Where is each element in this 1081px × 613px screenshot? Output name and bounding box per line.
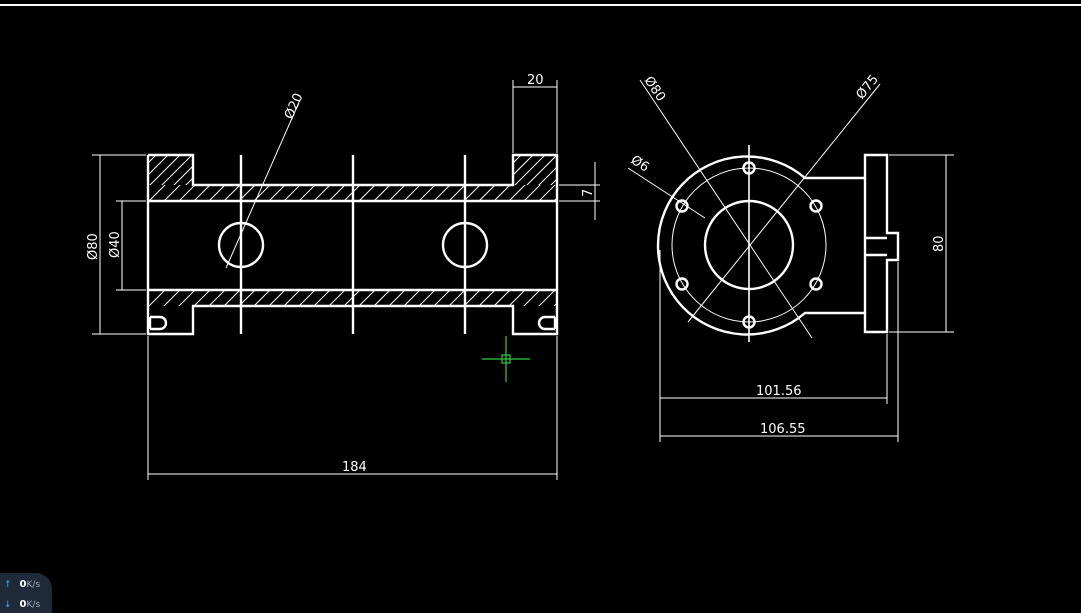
side-view bbox=[639, 79, 900, 342]
hatch-flange-right bbox=[513, 155, 557, 185]
upload-value: 0 bbox=[19, 579, 27, 590]
dim-7-label: 7 bbox=[581, 189, 596, 197]
front-section-view bbox=[146, 153, 559, 336]
slot-right bbox=[537, 315, 555, 331]
dim-dia40-label: Ø40 bbox=[108, 231, 123, 258]
front-outer-profile bbox=[146, 153, 559, 336]
bolt-hole-ll bbox=[675, 277, 689, 291]
top-border-line bbox=[0, 4, 1081, 6]
dim-side-dia80-label: Ø80 bbox=[641, 74, 668, 105]
bolt-hole-lr bbox=[809, 277, 823, 291]
download-arrow-icon: ↓ bbox=[4, 600, 12, 610]
dim-106-55-label: 106.55 bbox=[760, 422, 806, 437]
front-dimensions: 184 20 7 Ø80 Ø40 Ø20 bbox=[86, 73, 600, 480]
slot-left bbox=[150, 315, 168, 331]
hatch-flange-left bbox=[148, 155, 193, 185]
upload-arrow-icon: ↑ bbox=[4, 580, 12, 590]
dim-184-label: 184 bbox=[342, 460, 367, 475]
download-speed-row: ↓ 0K/s bbox=[4, 599, 40, 610]
bolt-hole-ur bbox=[809, 199, 823, 213]
network-monitor-widget[interactable]: ↑0K/s ↓0K/s bbox=[0, 573, 52, 613]
cross-hole-right bbox=[441, 221, 489, 269]
download-value: 0 bbox=[19, 599, 27, 610]
dim-dia6-label: Ø6 bbox=[628, 153, 652, 176]
dim-101-56-label: 101.56 bbox=[756, 384, 802, 399]
bolt-hole-ul bbox=[675, 199, 689, 213]
upload-speed-row: ↑ 0K/s bbox=[4, 579, 40, 590]
cross-hole-left bbox=[217, 221, 265, 269]
dim-20-label: 20 bbox=[527, 73, 544, 88]
hatch-top bbox=[148, 185, 557, 201]
cad-cursor-crosshair bbox=[482, 336, 530, 382]
dim-dia20-label: Ø20 bbox=[282, 91, 307, 122]
dim-80-label: 80 bbox=[932, 235, 947, 252]
upload-unit: K/s bbox=[26, 580, 41, 590]
hatch-bottom bbox=[148, 290, 557, 306]
side-flange-outline bbox=[656, 153, 900, 336]
download-unit: K/s bbox=[26, 600, 41, 610]
dim-dia80-label: Ø80 bbox=[86, 233, 101, 260]
